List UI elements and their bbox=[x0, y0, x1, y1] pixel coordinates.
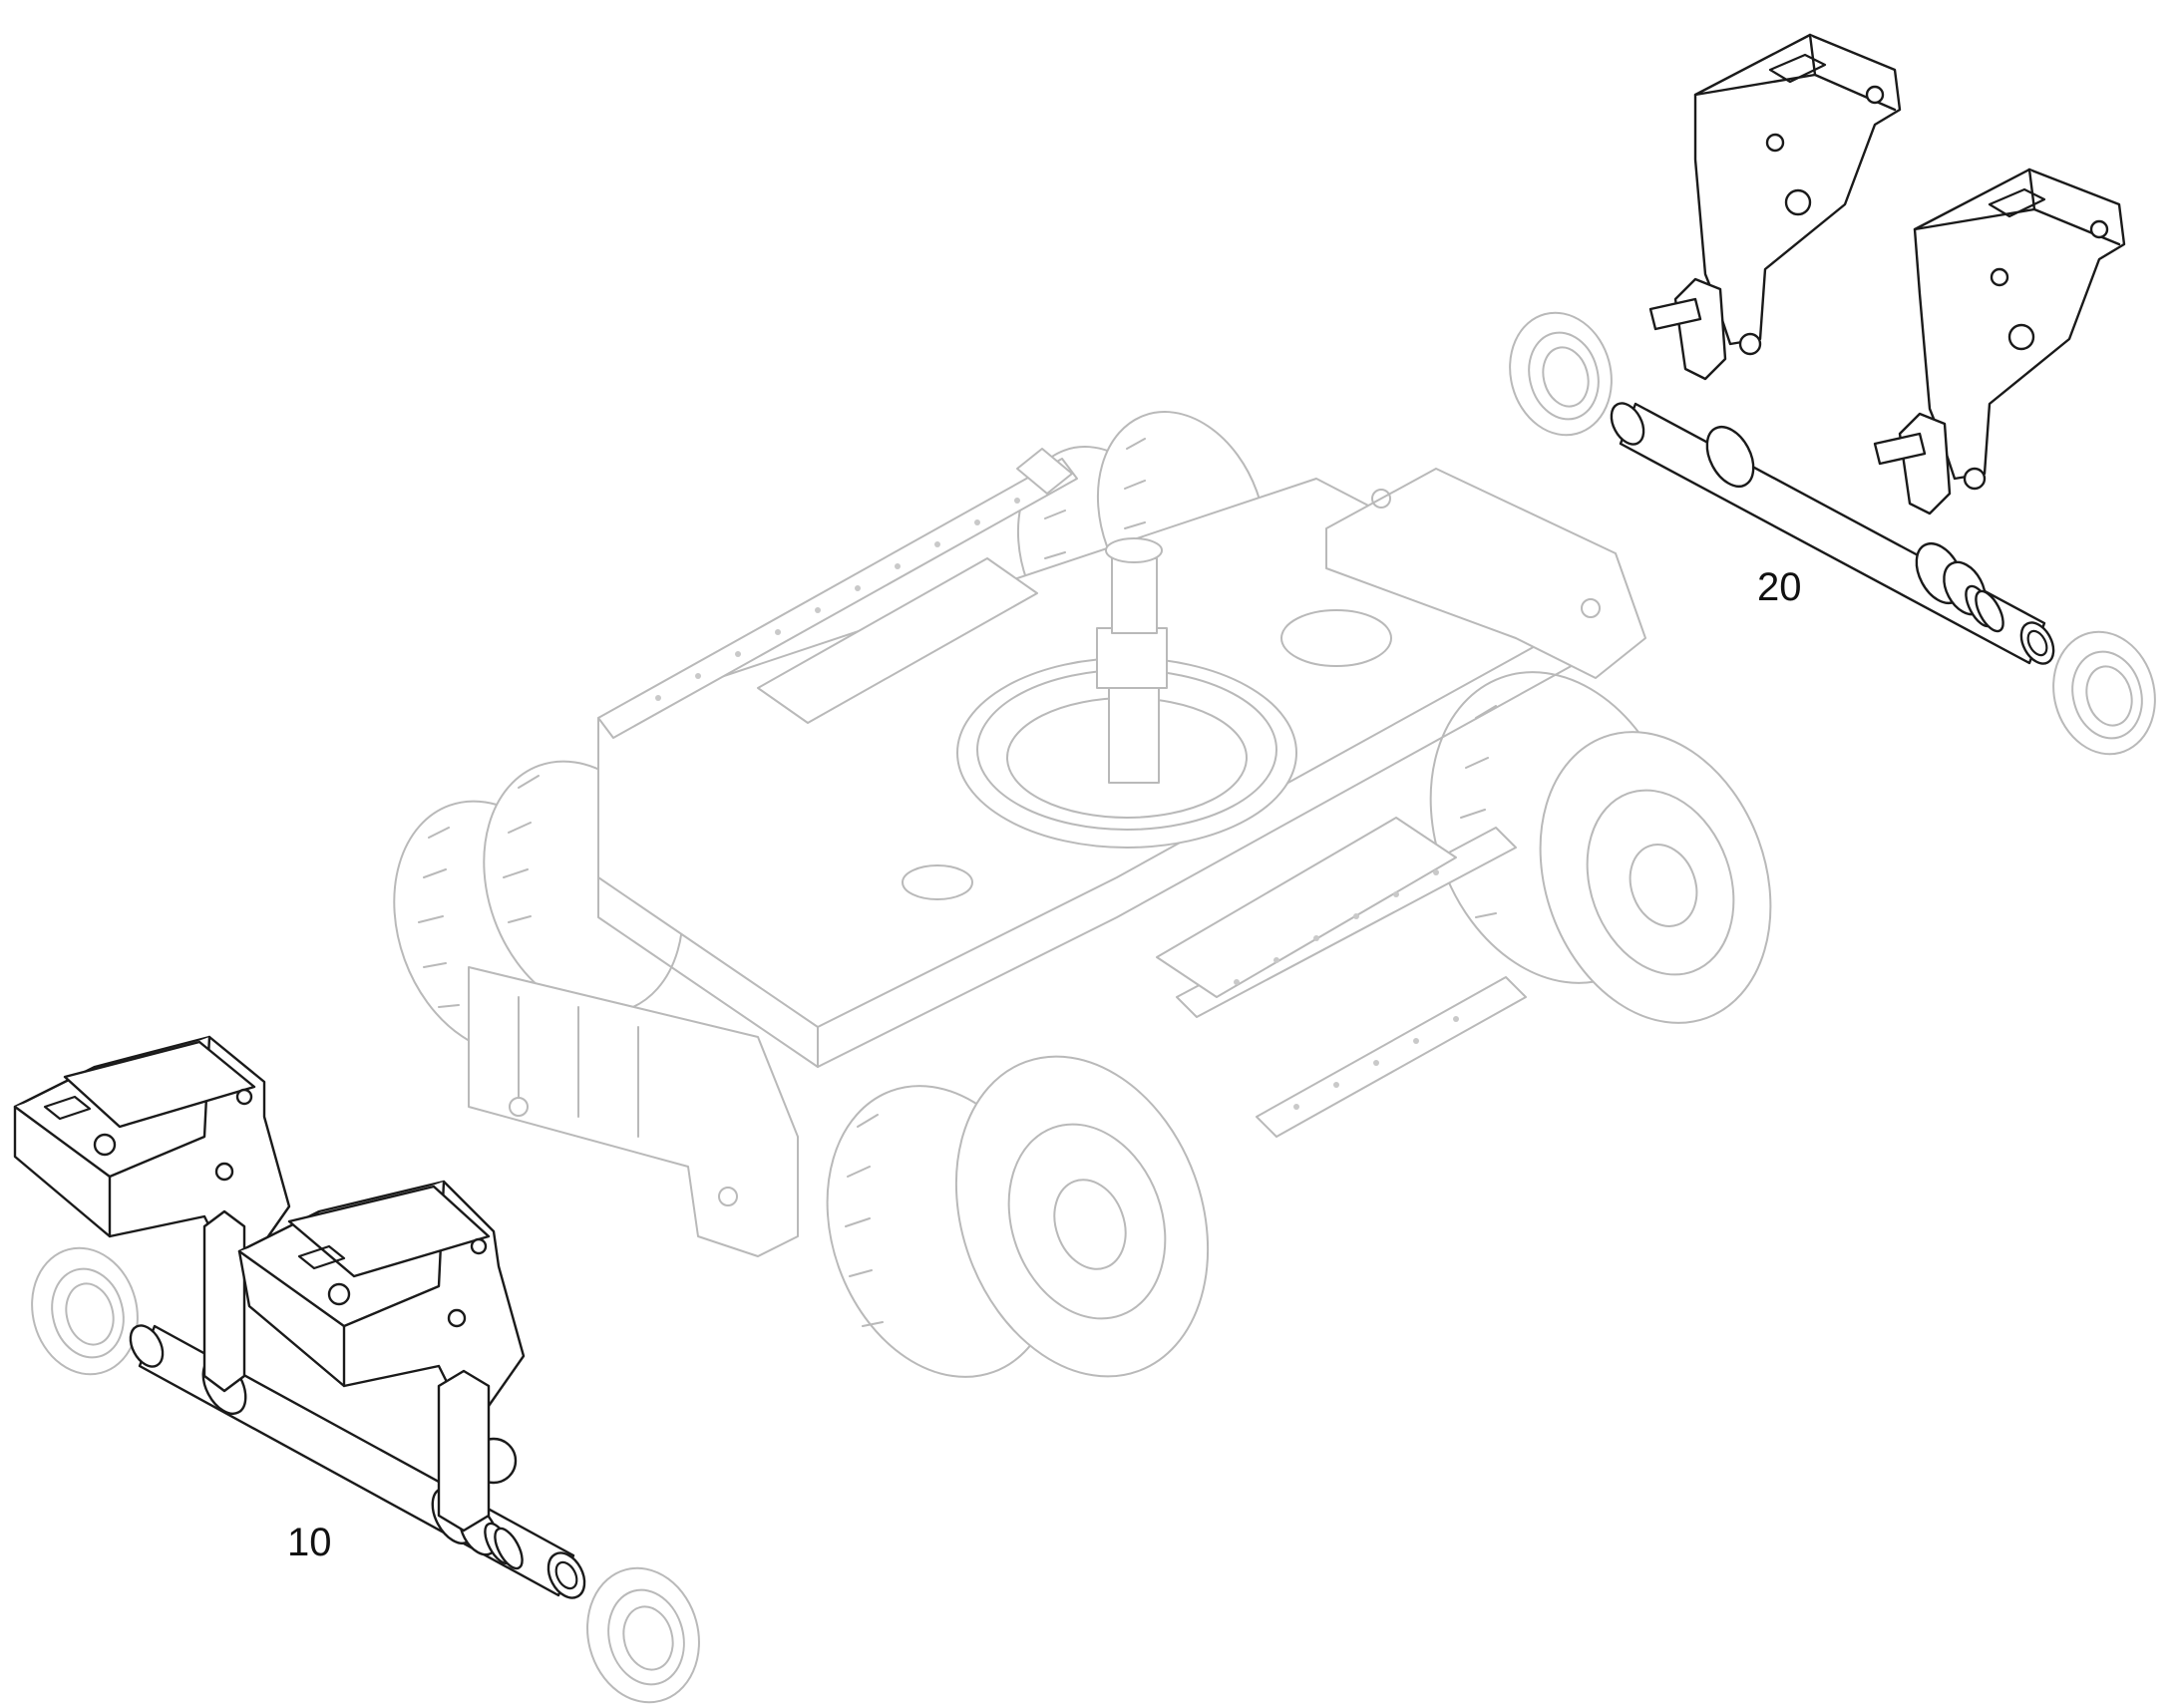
wheel-front-left bbox=[826, 1055, 1210, 1378]
callout-part-20: 20 bbox=[1757, 565, 1802, 609]
part-10-axle-assembly bbox=[13, 1035, 586, 1599]
step-rear-left bbox=[597, 448, 1078, 739]
outrigger-bracket-front bbox=[1325, 468, 1646, 679]
part-10-bracket-left bbox=[13, 1035, 291, 1393]
chassis-assembly bbox=[393, 411, 1772, 1378]
perforation-dots bbox=[655, 498, 1459, 1110]
part-20-bracket-left bbox=[1648, 33, 1902, 381]
part-10-bracket-right bbox=[237, 1180, 526, 1533]
part-20-axle-assembly bbox=[1610, 33, 2126, 665]
bearing-ring-bottom-right bbox=[586, 1566, 700, 1704]
outrigger-bracket-rear bbox=[468, 966, 799, 1257]
bearing-ring-top-right bbox=[2052, 630, 2156, 756]
wheel-front-right bbox=[1429, 671, 1772, 1024]
bearing-ring-bottom-left bbox=[31, 1246, 139, 1376]
bearing-ring-top-left bbox=[1509, 311, 1613, 437]
part-20-bracket-right bbox=[1873, 168, 2126, 515]
callout-part-10: 10 bbox=[287, 1521, 332, 1564]
swivel-column bbox=[1096, 537, 1168, 784]
